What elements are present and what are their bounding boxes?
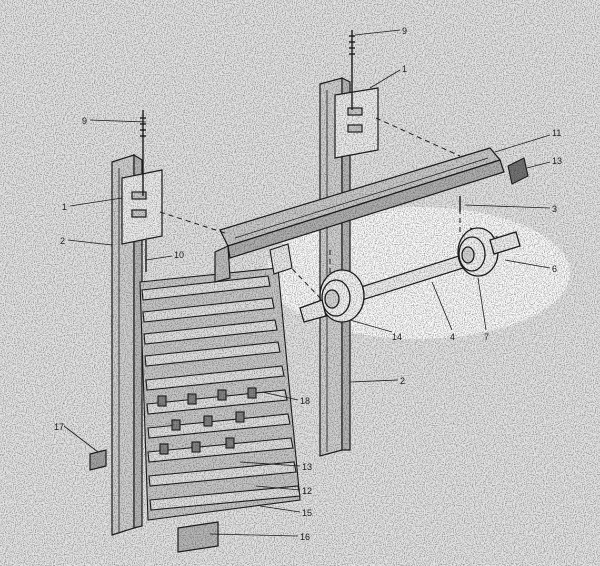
scan-noise-overlay <box>0 0 600 566</box>
exploded-assembly-diagram: 9 1 9 1 2 10 11 13 3 6 7 4 14 2 18 17 13… <box>0 0 600 566</box>
drawing-canvas: 9 1 9 1 2 10 11 13 3 6 7 4 14 2 18 17 13… <box>0 0 600 566</box>
